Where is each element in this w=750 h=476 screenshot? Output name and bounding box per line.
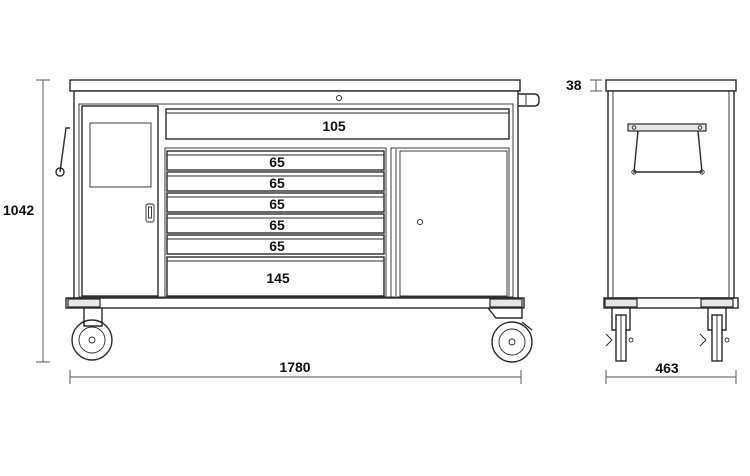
right-door-frame (390, 147, 510, 298)
left-caster-fork (83, 308, 103, 327)
right-caster-plate (489, 298, 523, 308)
worktop (69, 79, 521, 92)
side-caster-right (699, 308, 730, 362)
left-wheel-icon (71, 319, 113, 361)
overall-width-label: 1780 (279, 359, 310, 375)
left-door (81, 105, 159, 297)
drawer-3-label: 65 (269, 196, 285, 212)
drawer-4-label: 65 (269, 217, 285, 233)
right-caster-brake-lever (521, 321, 533, 331)
right-caster (487, 307, 533, 363)
side-caster-left-bolt (628, 337, 634, 343)
right-wheel-rim (498, 328, 526, 356)
side-caster-plate-right (700, 298, 734, 308)
labels: 1042 1780 38 463 105 65 65 65 65 65 145 (3, 77, 679, 376)
drawer-1 (166, 150, 385, 171)
top-thickness-label: 38 (566, 77, 582, 93)
side-handle-bolt-right (697, 125, 703, 130)
drawer-2-label: 65 (269, 175, 285, 191)
right-door-lock-icon (416, 218, 424, 226)
drawer-bottom-label: 145 (266, 270, 290, 286)
left-wheel-rim (78, 326, 106, 354)
side-base-rail (603, 297, 739, 309)
left-wheel-hub (88, 336, 96, 344)
right-wheel-icon (491, 321, 533, 363)
top-lock-icon (335, 94, 343, 102)
side-body (607, 90, 735, 299)
left-caster-plate (67, 298, 101, 308)
left-door-window (89, 122, 152, 188)
drawer-4 (166, 213, 385, 234)
right-door (399, 150, 508, 297)
side-handle-pivot-right (699, 169, 705, 175)
left-door-handle-grip (148, 206, 152, 219)
side-handle-icon (633, 130, 703, 173)
drawer-top-label: 105 (322, 118, 346, 134)
side-caster-plate-left (604, 298, 638, 308)
side-caster-right-brake (699, 333, 707, 347)
side-lever (59, 127, 70, 173)
side-caster-left-brake (605, 333, 613, 347)
overall-height-label: 1042 (3, 202, 34, 218)
drawer-bottom (166, 256, 385, 297)
left-caster (71, 308, 113, 361)
side-handle-bolt-left (631, 125, 637, 130)
side-caster-right-bolt (724, 337, 730, 343)
side-lever-knob-icon (55, 167, 65, 177)
push-handle-icon (518, 93, 540, 107)
dimension-lines (36, 79, 737, 384)
drawer-5 (166, 234, 385, 255)
side-handle-bar (627, 123, 707, 132)
side-worktop (605, 79, 737, 92)
drawer-1-label: 65 (269, 154, 285, 170)
drawer-5-label: 65 (269, 238, 285, 254)
side-view (603, 79, 739, 362)
drawer-2 (166, 171, 385, 192)
left-door-handle-icon (145, 203, 155, 223)
right-wheel-hub (508, 338, 516, 346)
drawer-top (165, 108, 510, 140)
side-caster-left (605, 308, 634, 362)
base-rail (65, 297, 525, 309)
drawer-3 (166, 192, 385, 213)
drawer-column-frame (164, 147, 387, 298)
front-view (55, 79, 540, 363)
depth-label: 463 (655, 360, 679, 376)
side-handle-pivot-left (631, 169, 637, 175)
right-caster-fork (487, 307, 523, 319)
